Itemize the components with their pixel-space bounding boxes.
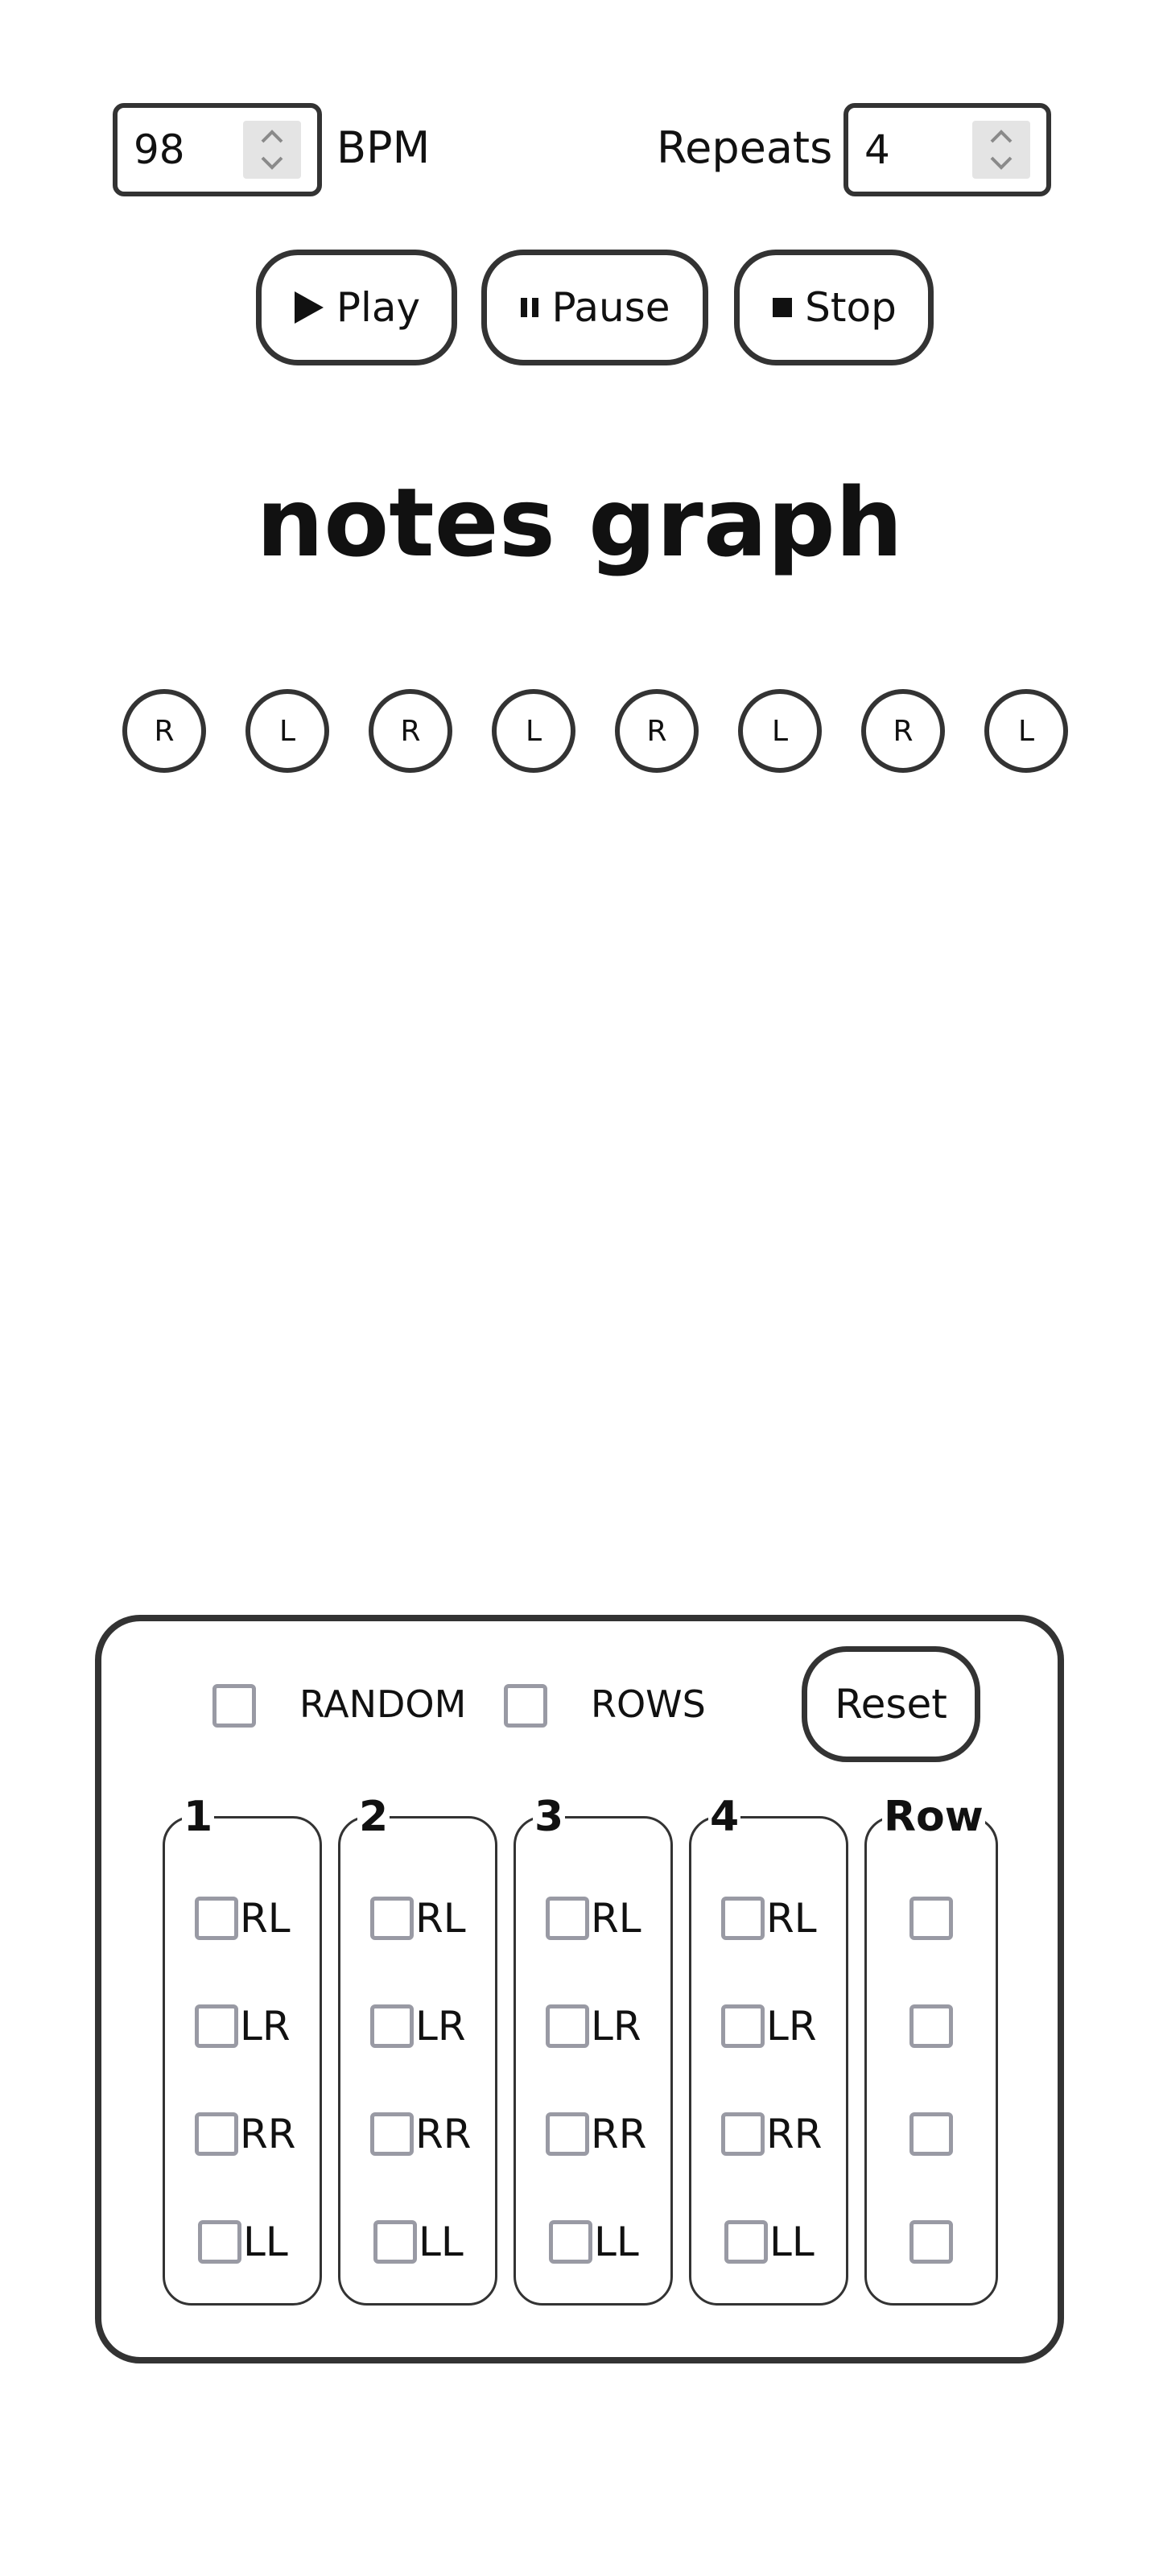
group-2-rr-label: RR <box>415 2111 472 2157</box>
row-group-title: Row <box>882 1793 985 1841</box>
rows-checkbox[interactable] <box>504 1684 547 1728</box>
group-4-rr-checkbox[interactable] <box>721 2112 765 2156</box>
repeats-value: 4 <box>864 126 890 173</box>
group-3-title: 3 <box>533 1793 566 1841</box>
note-circle: L <box>984 689 1068 773</box>
stop-button[interactable]: Stop <box>734 250 934 365</box>
random-checkbox[interactable] <box>212 1684 256 1728</box>
stop-label: Stop <box>805 284 897 331</box>
group-2-lr-label: LR <box>415 2003 466 2050</box>
group-3-rr-label: RR <box>591 2111 647 2157</box>
group-1-lr-label: LR <box>240 2003 291 2050</box>
bpm-spinner[interactable] <box>243 121 301 179</box>
group-4-lr-label: LR <box>766 2003 817 2050</box>
group-1-lr-checkbox[interactable] <box>195 2004 238 2048</box>
group-1-rr-label: RR <box>240 2111 296 2157</box>
group-3-lr-checkbox[interactable] <box>546 2004 589 2048</box>
play-icon <box>294 291 324 324</box>
repeats-spinner[interactable] <box>972 121 1030 179</box>
note-circle: R <box>615 689 699 773</box>
group-1-title: 1 <box>182 1793 215 1841</box>
group-4-rr-label: RR <box>766 2111 823 2157</box>
repeats-label: Repeats <box>657 122 833 173</box>
note-circle: L <box>492 689 575 773</box>
group-1-rl-label: RL <box>240 1895 291 1942</box>
stop-icon <box>773 298 793 317</box>
group-1-ll-label: LL <box>243 2219 288 2265</box>
pause-button[interactable]: Pause <box>481 250 708 365</box>
group-4-title: 4 <box>708 1793 741 1841</box>
group-2-ll-checkbox[interactable] <box>373 2220 417 2264</box>
group-4-rl-checkbox[interactable] <box>721 1897 765 1940</box>
note-circle: L <box>245 689 329 773</box>
note-circle: L <box>738 689 822 773</box>
group-3-ll-label: LL <box>594 2219 639 2265</box>
rows-label: ROWS <box>591 1682 706 1726</box>
group-3-ll-checkbox[interactable] <box>549 2220 592 2264</box>
note-circle: R <box>861 689 945 773</box>
reset-button[interactable]: Reset <box>802 1646 980 1762</box>
group-2-ll-label: LL <box>419 2219 464 2265</box>
pause-label: Pause <box>551 284 670 331</box>
play-button[interactable]: Play <box>256 250 457 365</box>
group-3-rl-checkbox[interactable] <box>546 1897 589 1940</box>
row-2-checkbox[interactable] <box>909 2004 953 2048</box>
group-1-rl-checkbox[interactable] <box>195 1897 238 1940</box>
page-title: notes graph <box>256 467 903 578</box>
group-2 <box>338 1816 497 2306</box>
spinner-arrows-icon <box>261 130 283 170</box>
group-4-ll-checkbox[interactable] <box>724 2220 768 2264</box>
random-label: RANDOM <box>299 1682 467 1726</box>
bpm-input[interactable]: 98 <box>113 103 322 196</box>
note-circle: R <box>122 689 206 773</box>
group-4-lr-checkbox[interactable] <box>721 2004 765 2048</box>
group-1-rr-checkbox[interactable] <box>195 2112 238 2156</box>
note-circle: R <box>369 689 452 773</box>
repeats-input[interactable]: 4 <box>843 103 1051 196</box>
group-2-rr-checkbox[interactable] <box>370 2112 414 2156</box>
group-2-rl-checkbox[interactable] <box>370 1897 414 1940</box>
bpm-label: BPM <box>336 122 431 173</box>
group-3-lr-label: LR <box>591 2003 641 2050</box>
play-label: Play <box>336 284 421 331</box>
group-2-lr-checkbox[interactable] <box>370 2004 414 2048</box>
row-3-checkbox[interactable] <box>909 2112 953 2156</box>
group-2-rl-label: RL <box>415 1895 466 1942</box>
group-4 <box>689 1816 848 2306</box>
pause-icon <box>521 298 539 317</box>
group-3-rl-label: RL <box>591 1895 641 1942</box>
spinner-arrows-icon <box>990 130 1013 170</box>
group-1 <box>163 1816 322 2306</box>
group-3 <box>514 1816 673 2306</box>
row-1-checkbox[interactable] <box>909 1897 953 1940</box>
row-4-checkbox[interactable] <box>909 2220 953 2264</box>
group-2-title: 2 <box>357 1793 390 1841</box>
group-1-ll-checkbox[interactable] <box>198 2220 241 2264</box>
group-4-ll-label: LL <box>769 2219 815 2265</box>
group-4-rl-label: RL <box>766 1895 817 1942</box>
bpm-value: 98 <box>134 126 185 173</box>
group-3-rr-checkbox[interactable] <box>546 2112 589 2156</box>
